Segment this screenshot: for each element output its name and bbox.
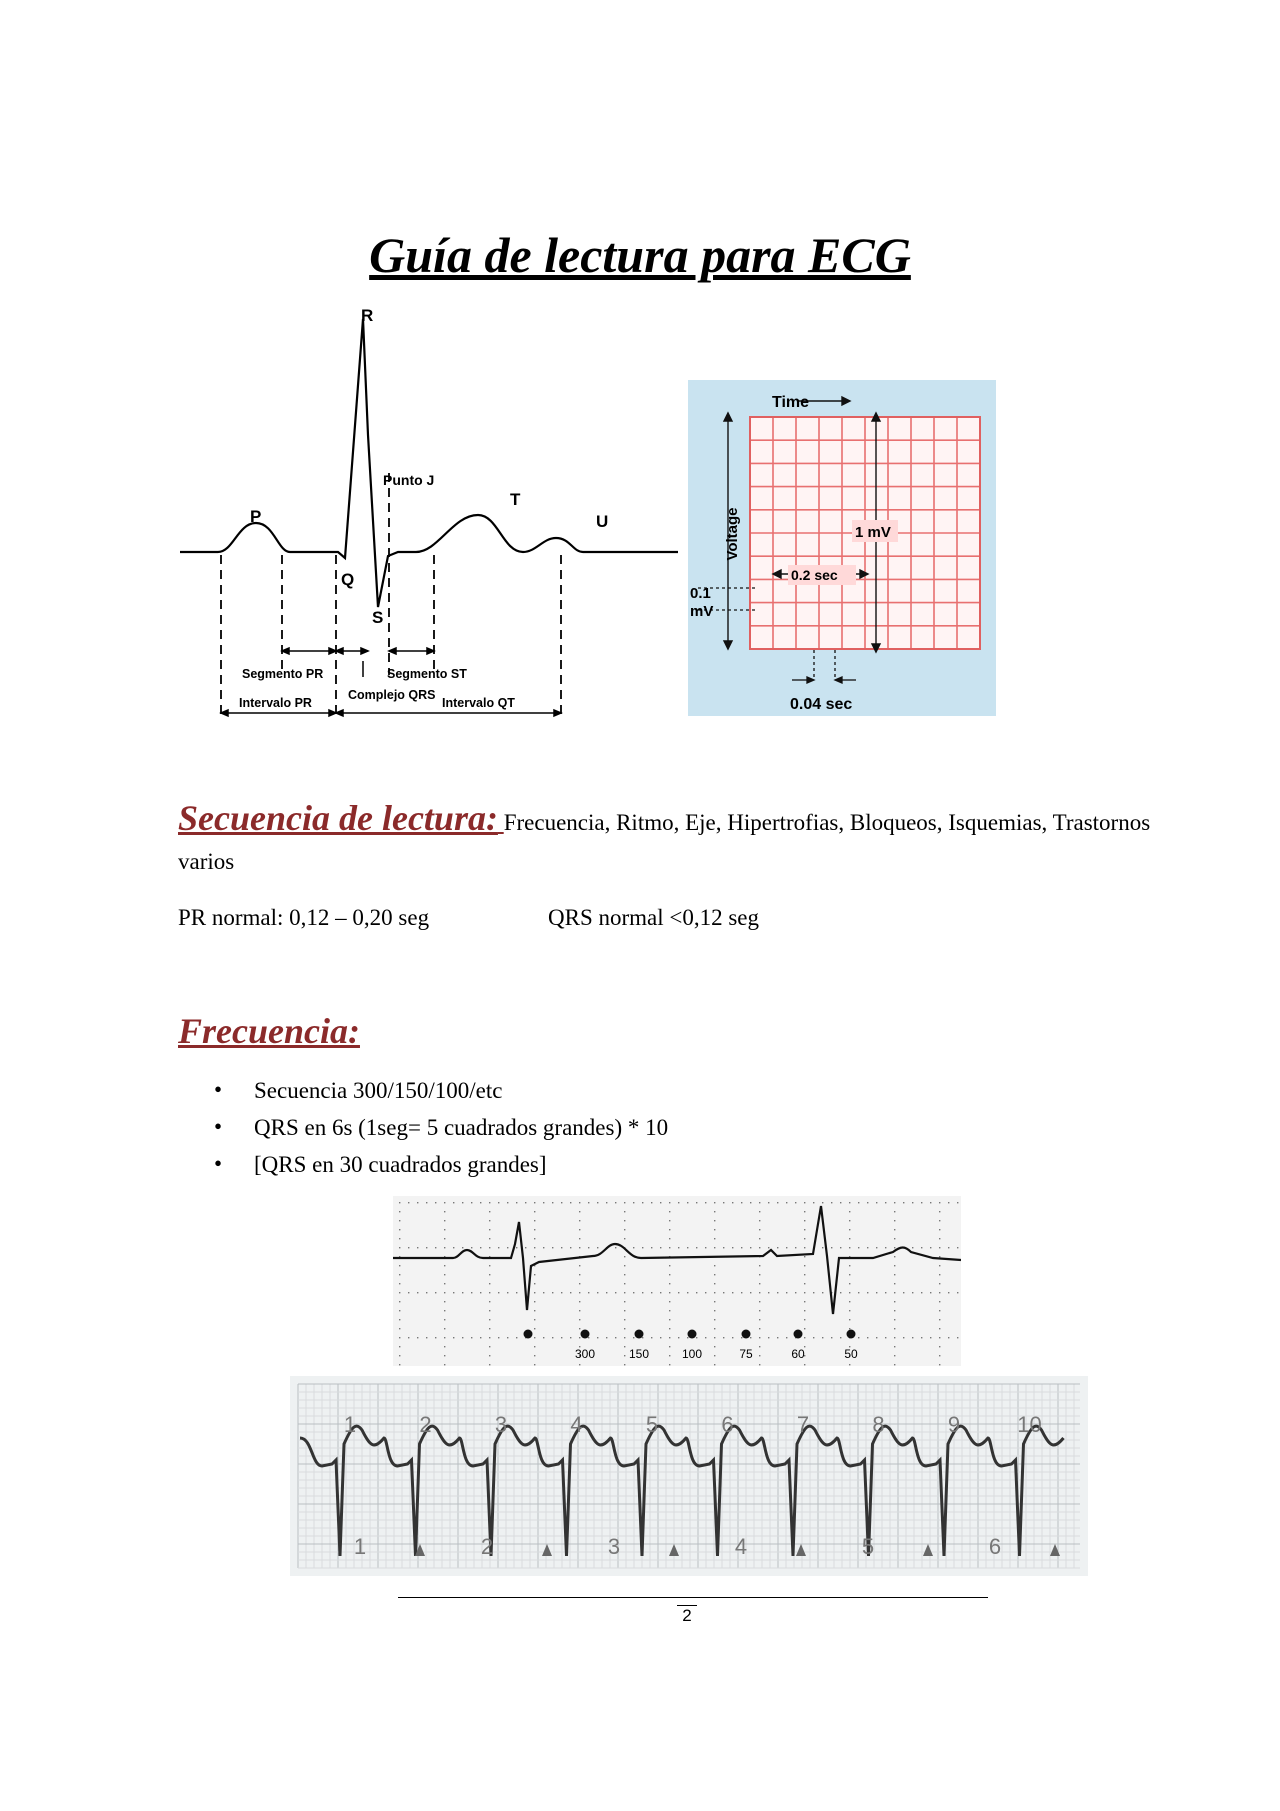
page-number: 2 [682,1606,692,1625]
arrow-up-icon [923,1544,933,1556]
label-segmento-pr: Segmento PR [242,667,323,681]
label-p: P [250,507,261,526]
label-r: R [361,306,373,325]
grid-lines [297,1383,1080,1569]
frecuencia-heading: Frecuencia: [178,1011,360,1051]
arrow-up-icon [796,1544,806,1556]
bullet-icon: • [214,1114,223,1139]
grid-dots [399,1202,959,1366]
arrow-up-icon [1050,1544,1060,1556]
label-voltage: Voltage [724,507,741,560]
label-intervalo-pr: Intervalo PR [239,696,312,710]
second-label: 1 [354,1534,366,1559]
rate-label: 300 [575,1347,595,1361]
pr-normal: PR normal: 0,12 – 0,20 seg [178,905,430,930]
secuencia-text: Frecuencia, Ritmo, Eje, Hipertrofias, Bl… [503,810,1151,835]
beat-label: 4 [570,1412,582,1437]
rate-label: 60 [791,1347,805,1361]
secuencia-heading: Secuencia de lectura: [178,798,498,838]
rate-label: 50 [844,1347,858,1361]
second-label: 6 [989,1534,1001,1559]
beat-label: 6 [721,1412,733,1437]
bullet-icon: • [214,1151,223,1176]
second-label: 5 [862,1534,874,1559]
second-label: 2 [481,1534,493,1559]
beat-label: 3 [495,1412,507,1437]
beat-label: 7 [797,1412,809,1437]
second-label: 3 [608,1534,620,1559]
frecuencia-list: •Secuencia 300/150/100/etc •QRS en 6s (1… [178,1077,1078,1189]
label-1mv: 1 mV [855,524,891,541]
beat-label: 10 [1017,1412,1041,1437]
arrow-up-icon [669,1544,679,1556]
label-01: 0.1 [690,585,711,602]
label-q: Q [341,570,354,589]
beat-count-labels: 1 2 3 4 5 6 7 8 9 10 [344,1412,1042,1437]
label-02sec: 0.2 sec [791,567,838,583]
label-intervalo-qt: Intervalo QT [442,696,515,710]
beat-label: 5 [646,1412,658,1437]
label-punto-j: Punto J [383,472,434,488]
second-count-labels: 1 2 3 4 5 6 [354,1534,1060,1559]
page-number-rule [677,1605,697,1606]
qrs-normal: QRS normal <0,12 seg [548,905,760,930]
footer-rule [398,1597,988,1598]
secuencia-paragraph: Secuencia de lectura: Frecuencia, Ritmo,… [178,800,1228,844]
ecg-grid-figure: Time Voltage 1 mV 0.2 sec 0.1 mV 0.04 se… [688,380,996,716]
label-004sec: 0.04 sec [790,696,852,713]
beat-label: 8 [872,1412,884,1437]
label-time: Time [772,394,809,411]
rate-label: 100 [682,1347,702,1361]
list-item: •QRS en 6s (1seg= 5 cuadrados grandes) *… [214,1114,669,1140]
list-item: •Secuencia 300/150/100/etc [214,1077,503,1103]
beat-label: 9 [948,1412,960,1437]
label-complejo-qrs: Complejo QRS [348,688,436,702]
arrow-up-icon [542,1544,552,1556]
rate-label: 75 [739,1347,753,1361]
arrow-up-icon [415,1544,425,1556]
ecg-strip-count: 1 2 3 4 5 6 7 8 9 10 1 2 3 4 5 6 [290,1376,1088,1576]
list-item: •[QRS en 30 cuadrados grandes] [214,1151,547,1177]
rate-label: 150 [629,1347,649,1361]
page-title: Guía de lectura para ECG [369,227,911,283]
ecg-wave-diagram: R P T U Q S Punto J Segmento PR Segmento… [180,306,678,718]
secuencia-text-line2: varios [178,849,235,874]
beat-label: 1 [344,1412,356,1437]
label-mv: mV [690,603,713,620]
label-s: S [372,608,383,627]
beat-label: 2 [419,1412,431,1437]
second-label: 4 [735,1534,747,1559]
label-u: U [596,512,608,531]
bullet-icon: • [214,1077,223,1102]
label-segmento-st: Segmento ST [387,667,467,681]
ecg-strip-rate-sequence: 300 150 100 75 60 50 [393,1196,961,1366]
label-t: T [510,490,521,509]
